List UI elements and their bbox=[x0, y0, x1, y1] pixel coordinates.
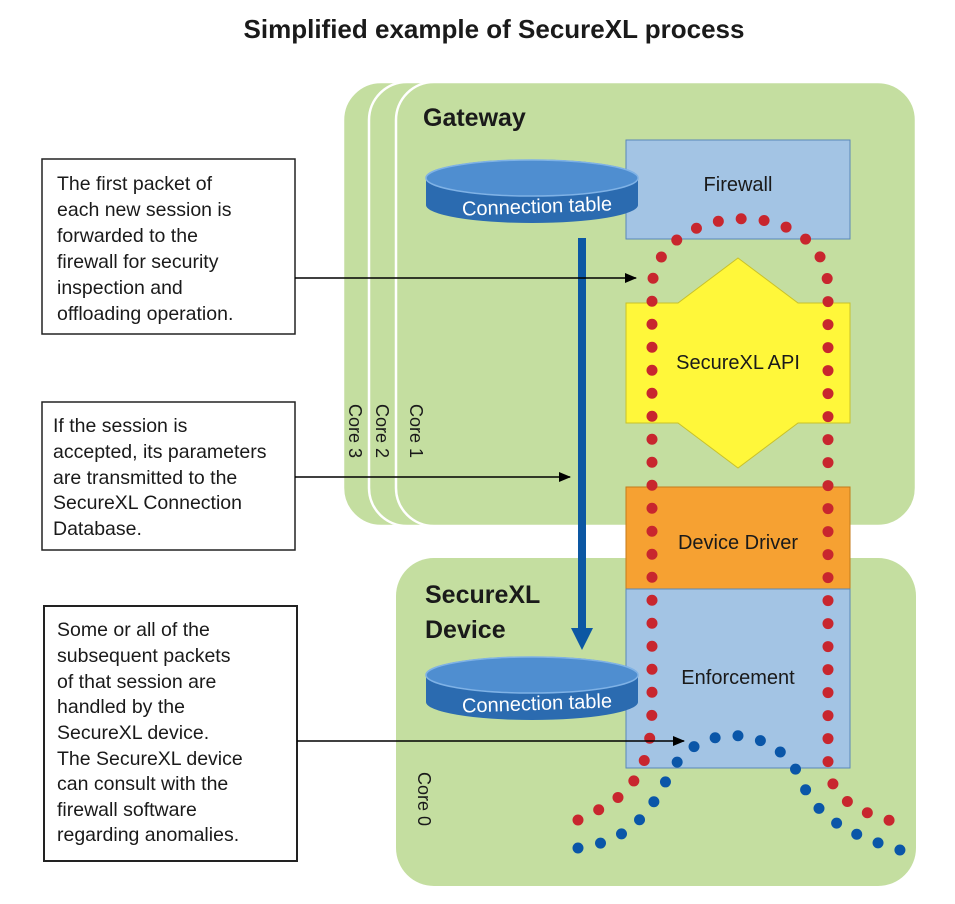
core2-label: Core 2 bbox=[372, 404, 392, 458]
securexl-api-label: SecureXL API bbox=[676, 352, 800, 374]
callout-second-text: If the session is accepted, its paramete… bbox=[53, 415, 272, 540]
callout-third-text: Some or all of the subsequent packets of… bbox=[57, 619, 248, 846]
firewall-label: Firewall bbox=[704, 174, 773, 196]
callout-session-accepted bbox=[41, 401, 296, 551]
core0-label: Core 0 bbox=[414, 772, 434, 826]
gateway-label: Gateway bbox=[423, 104, 526, 132]
callout-subsequent-packets bbox=[43, 605, 298, 862]
callout-first-packet bbox=[41, 158, 296, 335]
core3-label: Core 3 bbox=[345, 404, 365, 458]
device-connection-table-label: Connection table bbox=[462, 690, 613, 717]
db-transfer-arrow bbox=[571, 238, 593, 650]
subsequent-packets-path bbox=[572, 730, 906, 856]
callout-first-text: The first packet of each new session is … bbox=[57, 173, 237, 325]
device-driver-label: Device Driver bbox=[678, 532, 798, 554]
device-label-line2: Device bbox=[425, 616, 506, 644]
enforcement-label: Enforcement bbox=[681, 667, 795, 689]
device-connection-table: Connection table bbox=[425, 656, 639, 720]
core1-label: Core 1 bbox=[406, 404, 426, 458]
gateway-connection-table: Connection table bbox=[425, 159, 639, 223]
device-label-line1: SecureXL bbox=[425, 581, 540, 609]
gateway-connection-table-label: Connection table bbox=[462, 193, 613, 220]
diagram-title: Simplified example of SecureXL process bbox=[244, 14, 745, 44]
